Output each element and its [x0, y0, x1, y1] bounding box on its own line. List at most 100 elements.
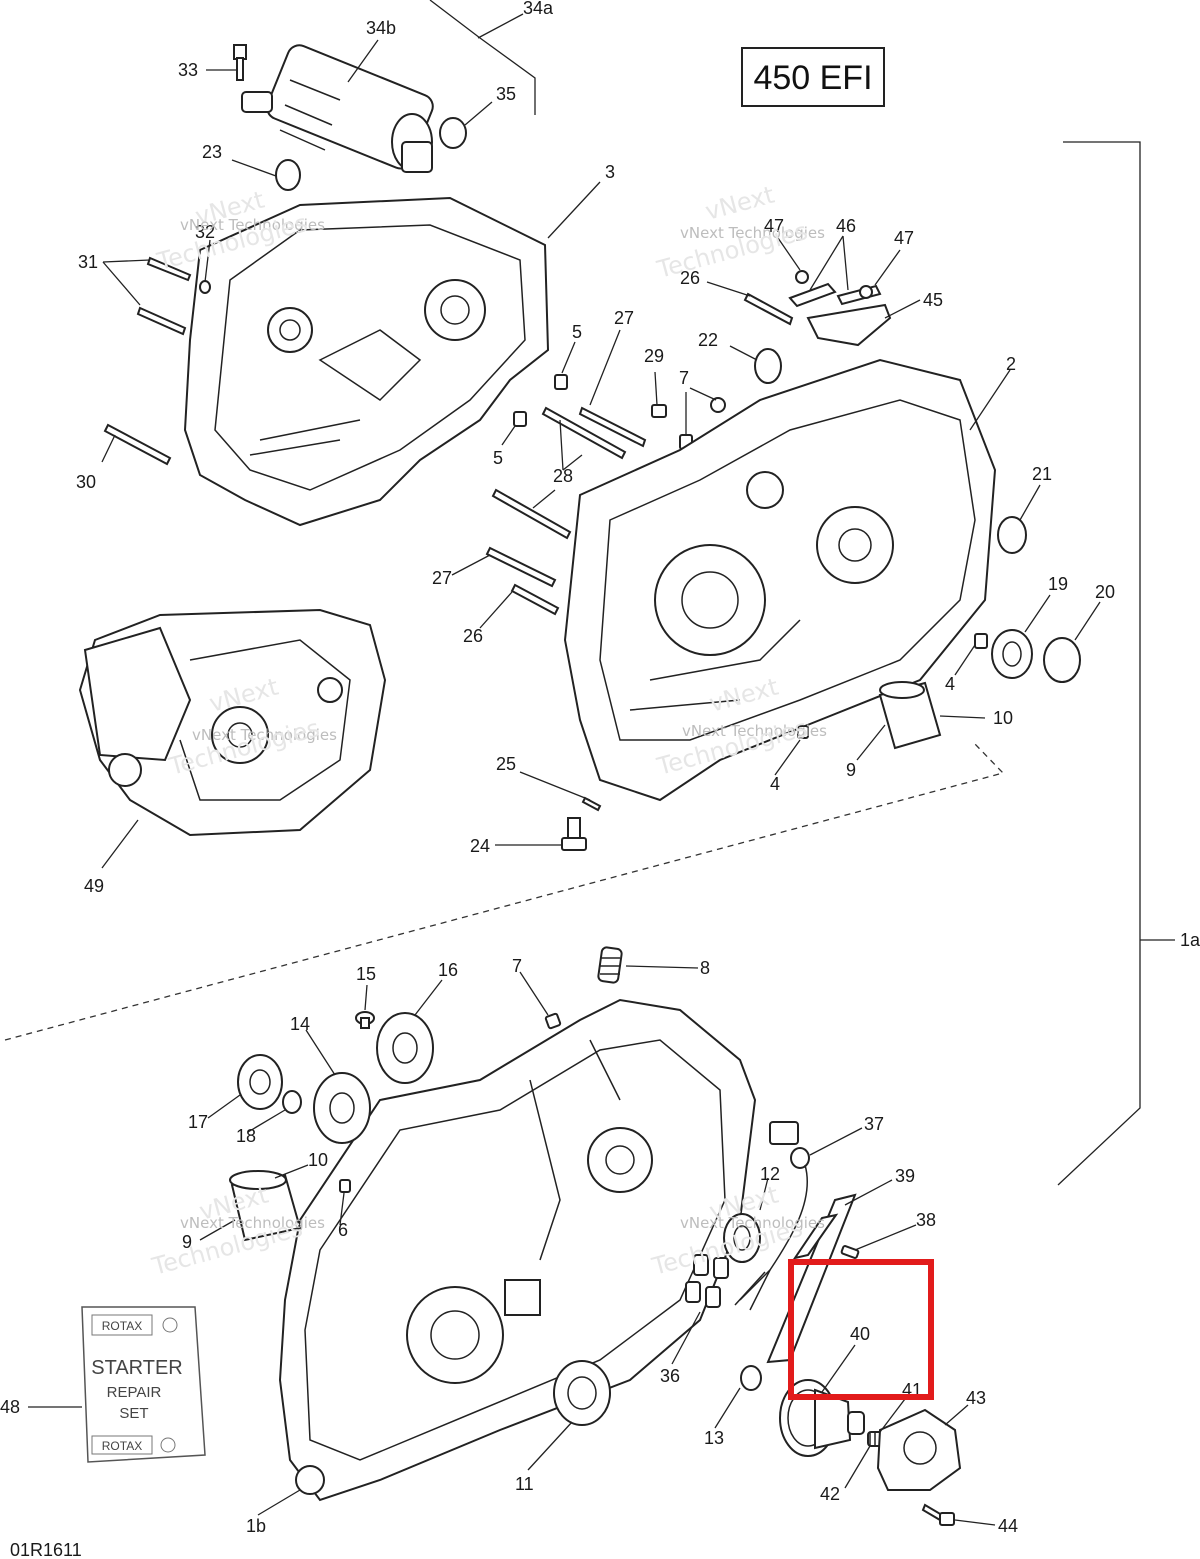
watermark-1: vNext Technologies [180, 216, 325, 234]
label-47-left: 47 [764, 216, 784, 236]
label-9-upper: 9 [846, 760, 856, 780]
bushing-9 [878, 681, 942, 750]
label-44: 44 [998, 1516, 1018, 1536]
tape-39b [792, 1213, 839, 1260]
label-27-upper: 27 [614, 308, 634, 328]
label-48: 48 [0, 1397, 20, 1417]
label-39: 39 [895, 1166, 915, 1186]
title-box: 450 EFI [741, 47, 885, 107]
label-46: 46 [836, 216, 856, 236]
label-34b: 34b [366, 18, 396, 38]
seal-11 [553, 1360, 611, 1426]
label-35: 35 [496, 84, 516, 104]
label-7-lower: 7 [512, 956, 522, 976]
label-10-lower: 10 [308, 1150, 328, 1170]
label-40: 40 [850, 1324, 870, 1344]
bushing-13 [740, 1365, 762, 1391]
dowel-8 [597, 946, 623, 984]
label-20: 20 [1095, 582, 1115, 602]
label-2: 2 [1006, 354, 1016, 374]
bolt-44 [921, 1503, 955, 1526]
plug-25 [581, 796, 602, 812]
engine-assembly-49 [78, 608, 387, 837]
label-26-lower: 26 [463, 626, 483, 646]
label-1a: 1a [1180, 930, 1200, 950]
label-14: 14 [290, 1014, 310, 1034]
set-line3: SET [119, 1405, 148, 1422]
screw-15 [355, 1011, 375, 1029]
watermark-2: vNext Technologies [680, 224, 825, 242]
label-30: 30 [76, 472, 96, 492]
label-29: 29 [644, 346, 664, 366]
label-18: 18 [236, 1126, 256, 1146]
bolt-33 [233, 44, 247, 81]
label-4-upper: 4 [945, 674, 955, 694]
seal-22 [754, 348, 782, 384]
label-33: 33 [178, 60, 198, 80]
label-43: 43 [966, 1388, 986, 1408]
label-31: 31 [78, 252, 98, 272]
label-22: 22 [698, 330, 718, 350]
highlight-box [788, 1259, 934, 1400]
label-5-lower: 5 [493, 448, 503, 468]
seal-23 [275, 159, 301, 191]
label-42: 42 [820, 1484, 840, 1504]
bearing-19 [991, 629, 1033, 679]
bearing-21 [997, 516, 1027, 554]
dowels-and-bolts-center [485, 292, 794, 616]
dashed-separator [4, 743, 1005, 1041]
label-11: 11 [515, 1474, 534, 1494]
label-45: 45 [923, 290, 943, 310]
set-brand-top: ROTAX [102, 1319, 142, 1333]
dowel-7-lower [544, 1012, 562, 1030]
label-17: 17 [188, 1112, 208, 1132]
label-8: 8 [700, 958, 710, 978]
label-16: 16 [438, 960, 458, 980]
bolts-31-30 [103, 256, 211, 466]
label-12: 12 [760, 1164, 780, 1184]
watermark-4: vNext Technologies [682, 722, 827, 740]
label-3: 3 [605, 162, 615, 182]
figure-code: 01R1611 [10, 1540, 82, 1559]
sensors-36 [685, 1254, 729, 1308]
bearings-14-16-17-18 [237, 1012, 434, 1144]
dowel-4-upper [974, 633, 988, 649]
label-47-right: 47 [894, 228, 914, 248]
label-27-lower: 27 [432, 568, 452, 588]
label-49: 49 [84, 876, 104, 896]
label-10-upper: 10 [993, 708, 1013, 728]
label-32: 32 [195, 222, 215, 242]
label-21: 21 [1032, 464, 1052, 484]
seal-12 [723, 1213, 761, 1263]
label-23: 23 [202, 142, 222, 162]
label-4-lower: 4 [770, 774, 780, 794]
bushing-9-lower [229, 1170, 302, 1242]
label-7-upper: 7 [679, 368, 689, 388]
watermark-3: vNext Technologies [192, 726, 337, 744]
brackets-45-46 [788, 270, 892, 347]
crankcase-half-3 [183, 196, 550, 527]
leader-lines [28, 0, 1101, 1526]
starter-repair-set-48: ROTAX STARTER REPAIR SET ROTAX [81, 1306, 206, 1463]
label-36: 36 [660, 1366, 680, 1386]
dowel-4-lower [797, 725, 809, 739]
label-38: 38 [916, 1210, 936, 1230]
set-line1: STARTER [91, 1357, 183, 1379]
label-37: 37 [864, 1114, 884, 1134]
dowel-6 [339, 1179, 351, 1193]
label-9-lower: 9 [182, 1232, 192, 1252]
o-ring-35 [439, 117, 467, 149]
bearing-20 [1043, 637, 1081, 683]
label-25: 25 [496, 754, 516, 774]
watermark-5: vNext Technologies [180, 1214, 325, 1232]
cover-43 [876, 1408, 962, 1491]
label-5-upper: 5 [572, 322, 582, 342]
set-line2: REPAIR [107, 1384, 162, 1401]
label-28: 28 [553, 466, 573, 486]
pin-38 [840, 1245, 860, 1259]
label-19: 19 [1048, 574, 1068, 594]
label-6: 6 [338, 1220, 348, 1240]
label-15: 15 [356, 964, 376, 984]
